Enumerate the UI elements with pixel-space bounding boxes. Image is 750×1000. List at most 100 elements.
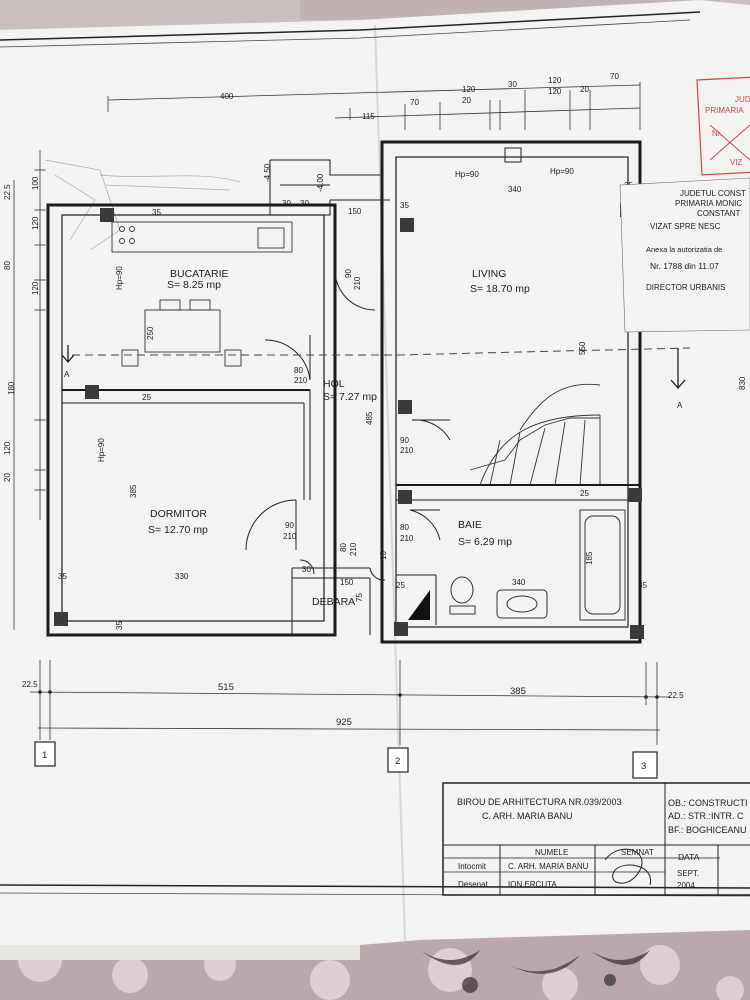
bathroom-fixtures bbox=[449, 509, 626, 621]
title-block bbox=[442, 782, 750, 896]
dim-30: 30 bbox=[508, 80, 517, 89]
walls bbox=[46, 140, 642, 644]
title-row1-name: C. ARH. MARIA BANU bbox=[508, 862, 589, 871]
dim-k-25: 25 bbox=[142, 393, 151, 402]
dim-door-80c-210: 210 bbox=[400, 534, 414, 543]
axis-label-1: 1 bbox=[42, 750, 47, 761]
kitchen-fixtures bbox=[111, 221, 293, 367]
dim-door-90: 90 bbox=[344, 269, 353, 278]
dim-70b: 70 bbox=[610, 72, 619, 81]
frame-top-line-inner bbox=[0, 19, 691, 48]
dim-bot-515: 515 bbox=[218, 682, 234, 693]
dim-deb-75: 75 bbox=[355, 593, 364, 602]
room-name-baie: BAIE bbox=[458, 519, 482, 531]
room-name-bucatarie: BUCATARIE bbox=[170, 268, 229, 280]
room-name-living: LIVING bbox=[472, 268, 506, 280]
title-row2-role: Desenat bbox=[458, 880, 489, 889]
dim-bot-385: 385 bbox=[510, 686, 526, 697]
stamp-red-line2: PRIMARIA bbox=[705, 106, 744, 115]
dim-bot-225a: 22.5 bbox=[22, 680, 38, 689]
stamp-line1: JUDETUL CONST bbox=[680, 189, 746, 198]
signature-mark bbox=[604, 848, 651, 886]
room-name-dormitor: DORMITOR bbox=[150, 508, 207, 520]
frame-top-line bbox=[0, 11, 701, 41]
dim-k-250: 250 bbox=[146, 326, 155, 340]
title-row2-name: ION ERCUTA bbox=[508, 880, 557, 889]
door-swings bbox=[245, 269, 451, 581]
room-area-living: S= 18.70 mp bbox=[470, 283, 530, 295]
bottom-dimension-lines bbox=[29, 660, 671, 745]
dim-deb-30: 30 bbox=[302, 565, 311, 574]
title-office: BIROU DE ARHITECTURA NR.039/2003 bbox=[457, 797, 622, 807]
title-ad: AD.: STR.:INTR. C bbox=[668, 811, 744, 821]
dim-left-180: 180 bbox=[7, 381, 16, 395]
dim-door-80-210: 210 bbox=[294, 376, 308, 385]
dim-living-340: 340 bbox=[508, 185, 522, 194]
dim-115: 115 bbox=[362, 112, 375, 121]
dim-bed-35b: 35 bbox=[115, 621, 124, 630]
dim-door-80c: 80 bbox=[400, 523, 409, 532]
dim-stair-30b: 30 bbox=[300, 199, 309, 208]
dim-hp90-a: Hp=90 bbox=[455, 170, 479, 179]
title-ob: OB.: CONSTRUCTI bbox=[668, 798, 748, 808]
dim-bed-35: 35 bbox=[58, 572, 67, 581]
axis-markers bbox=[34, 741, 658, 779]
dim-right-830: 830 bbox=[738, 376, 747, 390]
dim-living-550: 550 bbox=[578, 341, 587, 355]
stamp-red-line1: JUD bbox=[735, 95, 750, 104]
room-area-dormitor: S= 12.70 mp bbox=[148, 524, 208, 536]
room-name-hol: HOL bbox=[323, 378, 345, 390]
dim-left-100: 100 bbox=[31, 176, 40, 190]
dim-left-120: 120 bbox=[31, 216, 40, 230]
left-dimension-lines bbox=[13, 150, 46, 630]
room-area-baie: S= 6.29 mp bbox=[458, 536, 512, 548]
dim-left-120c: 120 bbox=[3, 441, 12, 455]
stamp-red-line4: VIZ bbox=[730, 158, 743, 167]
dim-door-90b-210: 210 bbox=[400, 446, 414, 455]
dim-deb-10: 10 bbox=[379, 551, 388, 560]
dim-120: 120 bbox=[462, 85, 476, 94]
dim-door-90b: 90 bbox=[400, 436, 409, 445]
staircase bbox=[469, 383, 601, 486]
axis-label-3: 3 bbox=[641, 761, 646, 772]
dim-left-225: 22.5 bbox=[3, 184, 12, 200]
title-col-data: DATA bbox=[678, 852, 700, 862]
dimension-dots bbox=[38, 690, 659, 699]
stamp-line6: Nr. 1788 din 11.07 bbox=[650, 261, 719, 271]
dim-deb-25: 25 bbox=[396, 581, 405, 590]
dim-bath-185: 185 bbox=[585, 551, 594, 565]
dim-hp90-b: Hp=90 bbox=[550, 167, 574, 176]
dim-bed-385: 385 bbox=[129, 484, 138, 498]
title-architect: C. ARH. MARIA BANU bbox=[482, 811, 573, 821]
stamp-line3: CONSTANT bbox=[697, 209, 741, 218]
dim-left-20: 20 bbox=[3, 473, 12, 482]
section-arrow-right bbox=[670, 348, 686, 389]
dim-120b: 120 bbox=[548, 76, 562, 85]
dim-stair-400: -4.00 bbox=[316, 173, 325, 192]
axis-label-2: 2 bbox=[395, 756, 400, 767]
dim-70: 70 bbox=[410, 98, 419, 107]
title-date: SEPT. bbox=[677, 869, 699, 878]
room-area-hol: S= 7.27 mp bbox=[323, 391, 377, 403]
dim-kitchen-35: 35 bbox=[152, 208, 161, 217]
top-dimension-lines bbox=[107, 82, 641, 130]
dim-hp90-c: Hp=90 bbox=[115, 266, 124, 290]
dim-left-120b: 120 bbox=[31, 281, 40, 295]
section-label-right: A bbox=[677, 401, 683, 410]
dim-stair-450: -4.50 bbox=[263, 163, 272, 182]
dim-bath-340: 340 bbox=[512, 578, 526, 587]
section-label-left: A bbox=[64, 370, 70, 379]
paper-sheet bbox=[0, 0, 750, 945]
section-arrow-left bbox=[61, 345, 75, 363]
title-row1-role: Intocmit bbox=[458, 862, 487, 871]
dim-door-90c: 90 bbox=[285, 521, 294, 530]
structural-columns bbox=[54, 147, 644, 639]
dim-400: 400 bbox=[220, 92, 234, 101]
shaft-fill bbox=[408, 590, 430, 620]
dim-door-210: 210 bbox=[353, 276, 362, 290]
frame-bottom-line bbox=[0, 884, 750, 889]
dim-living-35: 35 bbox=[400, 201, 409, 210]
urbanism-stamp bbox=[619, 76, 750, 333]
stamp-line7: DIRECTOR URBANIS bbox=[646, 283, 725, 292]
